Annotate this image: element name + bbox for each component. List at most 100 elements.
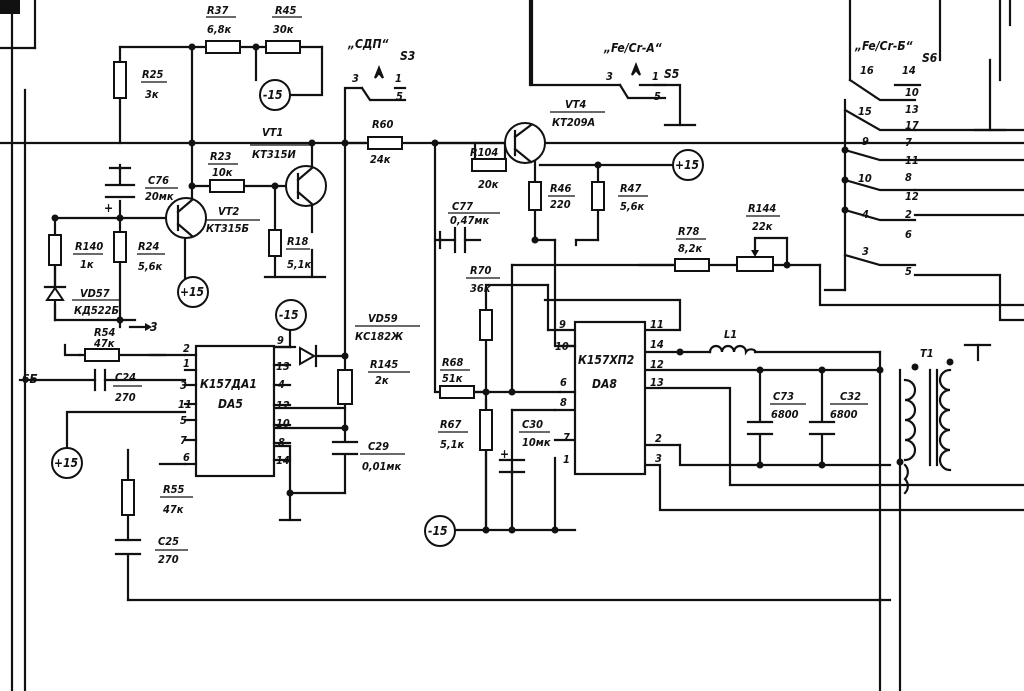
svg-text:R145: R145 [370, 358, 398, 371]
svg-text:6: 6 [183, 451, 190, 464]
svg-text:5: 5 [654, 90, 661, 103]
svg-text:11: 11 [178, 398, 192, 411]
resistor-r24: R24 5,6к [113, 231, 165, 273]
svg-text:T1: T1 [920, 347, 934, 360]
svg-text:8,2к: 8,2к [678, 242, 703, 255]
transformer-t1: T1 [903, 347, 954, 495]
svg-text:-15: -15 [279, 308, 299, 322]
svg-text:+15: +15 [180, 285, 204, 299]
svg-text:6Б: 6Б [22, 372, 38, 386]
svg-text:13: 13 [905, 103, 919, 116]
svg-text:20к: 20к [478, 178, 499, 191]
svg-text:+: + [500, 447, 509, 461]
zener-vd59: VD59 КС182Ж [299, 312, 420, 368]
svg-text:КС182Ж: КС182Ж [355, 330, 404, 343]
svg-text:5,1к: 5,1к [440, 438, 465, 451]
resistor-r68: R68 51к [439, 356, 475, 399]
svg-text:12: 12 [650, 358, 664, 371]
svg-text:C76: C76 [148, 174, 169, 187]
svg-text:9: 9 [559, 318, 566, 331]
svg-text:7: 7 [905, 136, 912, 149]
svg-text:8: 8 [905, 171, 912, 184]
svg-text:3: 3 [150, 320, 158, 334]
switch-s6: „Fe/Cr-Б“ S6 16 14 15 10 13 17 9 7 11 10… [843, 39, 938, 278]
svg-text:R46: R46 [550, 182, 572, 195]
svg-text:5: 5 [396, 90, 403, 103]
transistor-vt1: VT1 КТ315И [250, 126, 327, 207]
svg-text:47к: 47к [163, 503, 184, 516]
svg-text:12: 12 [276, 399, 290, 412]
svg-text:R37: R37 [207, 4, 229, 17]
svg-text:S3: S3 [400, 49, 415, 63]
resistor-r45: R45 30к [265, 4, 302, 54]
svg-text:5,6к: 5,6к [138, 260, 163, 273]
capacitor-c76: + C76 20мк [104, 166, 178, 215]
power-pos15-vt2: +15 [177, 276, 209, 308]
svg-text:9: 9 [277, 334, 284, 347]
svg-text:R55: R55 [163, 483, 185, 496]
svg-text:КТ315Б: КТ315Б [206, 222, 249, 235]
capacitor-c29: C29 0,01мк [331, 440, 405, 473]
svg-text:3к: 3к [145, 88, 159, 101]
svg-text:R54: R54 [94, 326, 116, 339]
capacitor-c77: C77 0,47мк [438, 200, 500, 254]
power-neg15-bottom: -15 [424, 515, 456, 547]
svg-text:13: 13 [650, 376, 664, 389]
svg-text:22к: 22к [752, 220, 773, 233]
svg-text:R18: R18 [287, 235, 309, 248]
svg-text:R60: R60 [372, 118, 394, 131]
resistor-r46: R46 220 [528, 181, 575, 211]
svg-text:КТ209А: КТ209А [552, 116, 595, 129]
svg-text:2: 2 [655, 432, 662, 445]
svg-text:3: 3 [655, 452, 662, 465]
svg-text:R68: R68 [442, 356, 464, 369]
capacitor-c73: C73 6800 [746, 390, 806, 436]
svg-text:L1: L1 [724, 328, 737, 341]
resistor-r55: R55 47к [121, 479, 193, 516]
svg-text:36к: 36к [470, 282, 491, 295]
svg-text:5,1к: 5,1к [287, 258, 312, 271]
frame-lines [0, 0, 37, 691]
svg-text:DA8: DA8 [592, 377, 617, 391]
resistor-r18: R18 5,1к [268, 229, 312, 271]
diode-vd57: VD57 КД522Б [43, 285, 120, 317]
svg-text:11: 11 [650, 318, 664, 331]
inductor-l1: L1 [708, 328, 758, 356]
svg-text:-15: -15 [428, 524, 448, 538]
svg-text:10: 10 [276, 417, 290, 430]
svg-text:R144: R144 [748, 202, 776, 215]
svg-text:R23: R23 [210, 150, 232, 163]
svg-text:7: 7 [180, 434, 187, 447]
svg-text:R70: R70 [470, 264, 492, 277]
svg-text:C24: C24 [115, 371, 136, 384]
svg-text:КТ315И: КТ315И [252, 148, 296, 161]
svg-text:VD57: VD57 [80, 287, 110, 300]
capacitor-c30: + C30 10мк [498, 418, 551, 474]
svg-text:1к: 1к [80, 258, 94, 271]
svg-text:R67: R67 [440, 418, 462, 431]
svg-text:0,47мк: 0,47мк [450, 214, 490, 227]
svg-text:9: 9 [862, 135, 869, 148]
transistor-vt2: VT2 КТ315Б [165, 197, 260, 239]
svg-text:220: 220 [550, 198, 571, 211]
potentiometer-r144: R144 22к [736, 202, 789, 272]
svg-text:14: 14 [902, 64, 916, 77]
svg-text:6: 6 [905, 228, 912, 241]
capacitor-c32: C32 6800 [808, 390, 868, 436]
svg-text:3: 3 [606, 70, 613, 83]
resistor-r54: R54 47к [84, 326, 120, 362]
svg-text:4: 4 [862, 208, 869, 221]
svg-text:„Fe/Cr-А“: „Fe/Cr-А“ [603, 41, 663, 55]
svg-text:S6: S6 [922, 51, 938, 65]
svg-text:3: 3 [180, 379, 187, 392]
svg-text:5: 5 [180, 414, 187, 427]
svg-text:8: 8 [278, 436, 285, 449]
svg-text:6800: 6800 [771, 408, 799, 421]
svg-text:R140: R140 [75, 240, 103, 253]
ic-da5: К157ДА1 DA5 2 1 3 11 5 7 6 9 13 4 12 10 … [178, 334, 292, 478]
resistor-r104: R104 20к [470, 146, 507, 191]
svg-text:30к: 30к [273, 23, 294, 36]
svg-text:1: 1 [652, 70, 659, 83]
